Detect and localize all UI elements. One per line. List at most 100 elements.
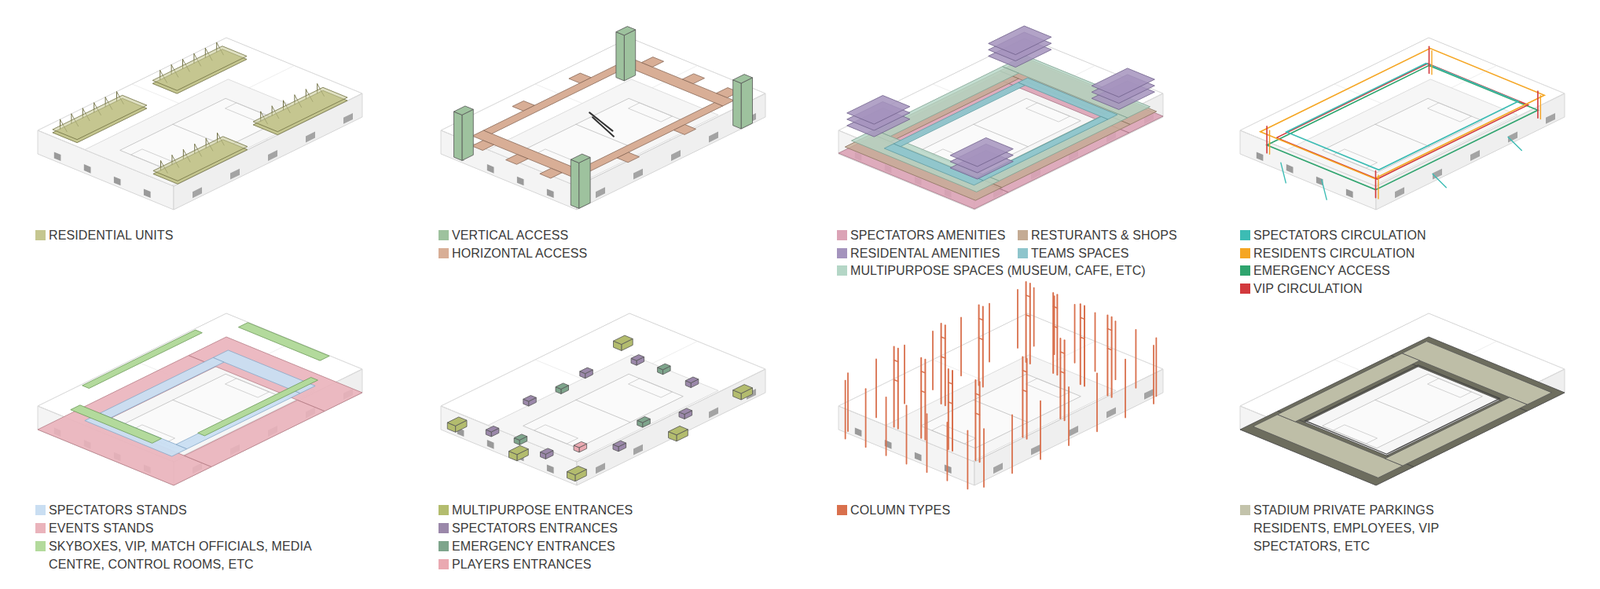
vip-riser (1266, 126, 1268, 154)
legend-swatch (1240, 248, 1251, 259)
legend-item: PLAYERS ENTRANCES (438, 555, 591, 574)
facade-opening (914, 452, 922, 463)
tall-column (951, 370, 954, 452)
column-brace (1060, 352, 1065, 354)
exit-route (1432, 174, 1446, 188)
facade-opening (1068, 425, 1079, 437)
legend-item: MULTIPURPOSE SPACES (MUSEUM, CAFE, ETC) (836, 261, 1146, 280)
residential-amenities-layer (1091, 68, 1155, 98)
vip-riser (1375, 171, 1377, 199)
vertical-access-core (616, 32, 624, 81)
legend-item: SPECTATORS AMENITIES (836, 226, 1006, 245)
legend-label: PLAYERS ENTRANCES (451, 555, 591, 574)
facade-opening (633, 444, 643, 456)
vip-riser (1428, 46, 1431, 74)
legend-swatch (35, 505, 46, 516)
tall-column (979, 381, 981, 463)
vertical-access-core (733, 80, 742, 129)
emergency-entrance (555, 383, 569, 390)
legend-swatch (1240, 505, 1251, 516)
legend-item: SKYBOXES, VIP, MATCH OFFICIALS, MEDIA CE… (35, 537, 364, 574)
column (983, 429, 985, 488)
tall-column (944, 325, 947, 406)
multipurpose-entrance (668, 426, 689, 436)
facade-opening (708, 132, 719, 144)
tall-column (1106, 315, 1109, 397)
column (865, 388, 867, 448)
column-brace (1022, 370, 1027, 373)
vertical-access-core (454, 106, 474, 115)
legend-swatch (438, 559, 449, 570)
legend-item: STADIUM PRIVATE PARKINGS RESIDENTS, EMPL… (1240, 501, 1482, 556)
legend-swatch (35, 541, 46, 552)
vertical-access-core (733, 74, 753, 84)
facade-opening (54, 152, 62, 162)
spectators-entrance (523, 396, 537, 403)
column-brace (948, 382, 953, 385)
horizontal-access-stub (471, 140, 494, 151)
horizontal-access-ring (483, 63, 628, 134)
legend-swatch (1017, 230, 1028, 241)
horizontal-access-ring (619, 58, 734, 107)
tall-column (978, 304, 980, 386)
facade-opening (343, 113, 353, 125)
facade-opening (143, 188, 151, 199)
column (906, 406, 908, 465)
parking-level (1277, 353, 1421, 423)
tall-column (1079, 304, 1082, 385)
legend-label: HORIZONTAL ACCESS (451, 244, 588, 263)
horizontal-access-stub (568, 73, 591, 84)
tall-column (920, 358, 922, 439)
column-brace (921, 371, 925, 374)
tall-column (1052, 293, 1054, 374)
parking-level-outer (1240, 411, 1414, 486)
column (1011, 414, 1013, 474)
legend-label: EMERGENCY ACCESS (1253, 261, 1391, 280)
facade-opening (993, 462, 1003, 474)
horizontal-access-stub (641, 57, 664, 68)
residential-amenities-layer (847, 95, 911, 125)
legend-label: RESIDENTAL AMENITIES (850, 244, 1000, 263)
column-brace (921, 391, 925, 393)
parking-level (1384, 397, 1527, 467)
column-brace (1060, 371, 1065, 374)
parking-level-outer (1390, 337, 1565, 412)
tall-column (974, 380, 977, 461)
column (926, 414, 929, 473)
teams-spaces-layer (893, 82, 1025, 147)
facade-opening (1508, 132, 1518, 144)
exit-route (1280, 162, 1286, 184)
column (988, 304, 991, 363)
penalty-box (534, 425, 579, 445)
emergency-entrance (657, 363, 672, 371)
vertical-access-core (741, 77, 753, 129)
column-brace (1053, 326, 1057, 328)
skybox-bar (82, 330, 203, 389)
legend-label: VERTICAL ACCESS (451, 226, 569, 245)
stadium-roof-outline (838, 313, 1164, 463)
spectators-entrance (485, 426, 500, 434)
vertical-access-core (570, 159, 579, 209)
legend-swatch (836, 265, 848, 276)
legend-swatch (836, 505, 848, 516)
column (1155, 337, 1157, 397)
bowl-outline (488, 79, 719, 186)
bowl-outline (885, 355, 1116, 462)
multipurpose-entrance (613, 335, 634, 345)
spectators-route (1286, 63, 1519, 171)
tall-column (982, 307, 984, 388)
tall-column (1029, 283, 1032, 364)
residents-riser (1540, 95, 1542, 120)
tall-column (1059, 338, 1061, 419)
column-brace (1026, 295, 1031, 298)
legend-item: MULTIPURPOSE ENTRANCES (438, 501, 633, 520)
legend-item: COLUMN TYPES (836, 501, 951, 520)
column (844, 381, 847, 440)
legend-swatch (35, 230, 46, 241)
legend-swatch (1017, 248, 1028, 259)
legend-item: EMERGENCY ENTRANCES (438, 537, 616, 556)
tall-column (1064, 340, 1066, 421)
legend-item: SPECTATORS STANDS (35, 501, 188, 520)
vertical-access-core (579, 157, 591, 209)
